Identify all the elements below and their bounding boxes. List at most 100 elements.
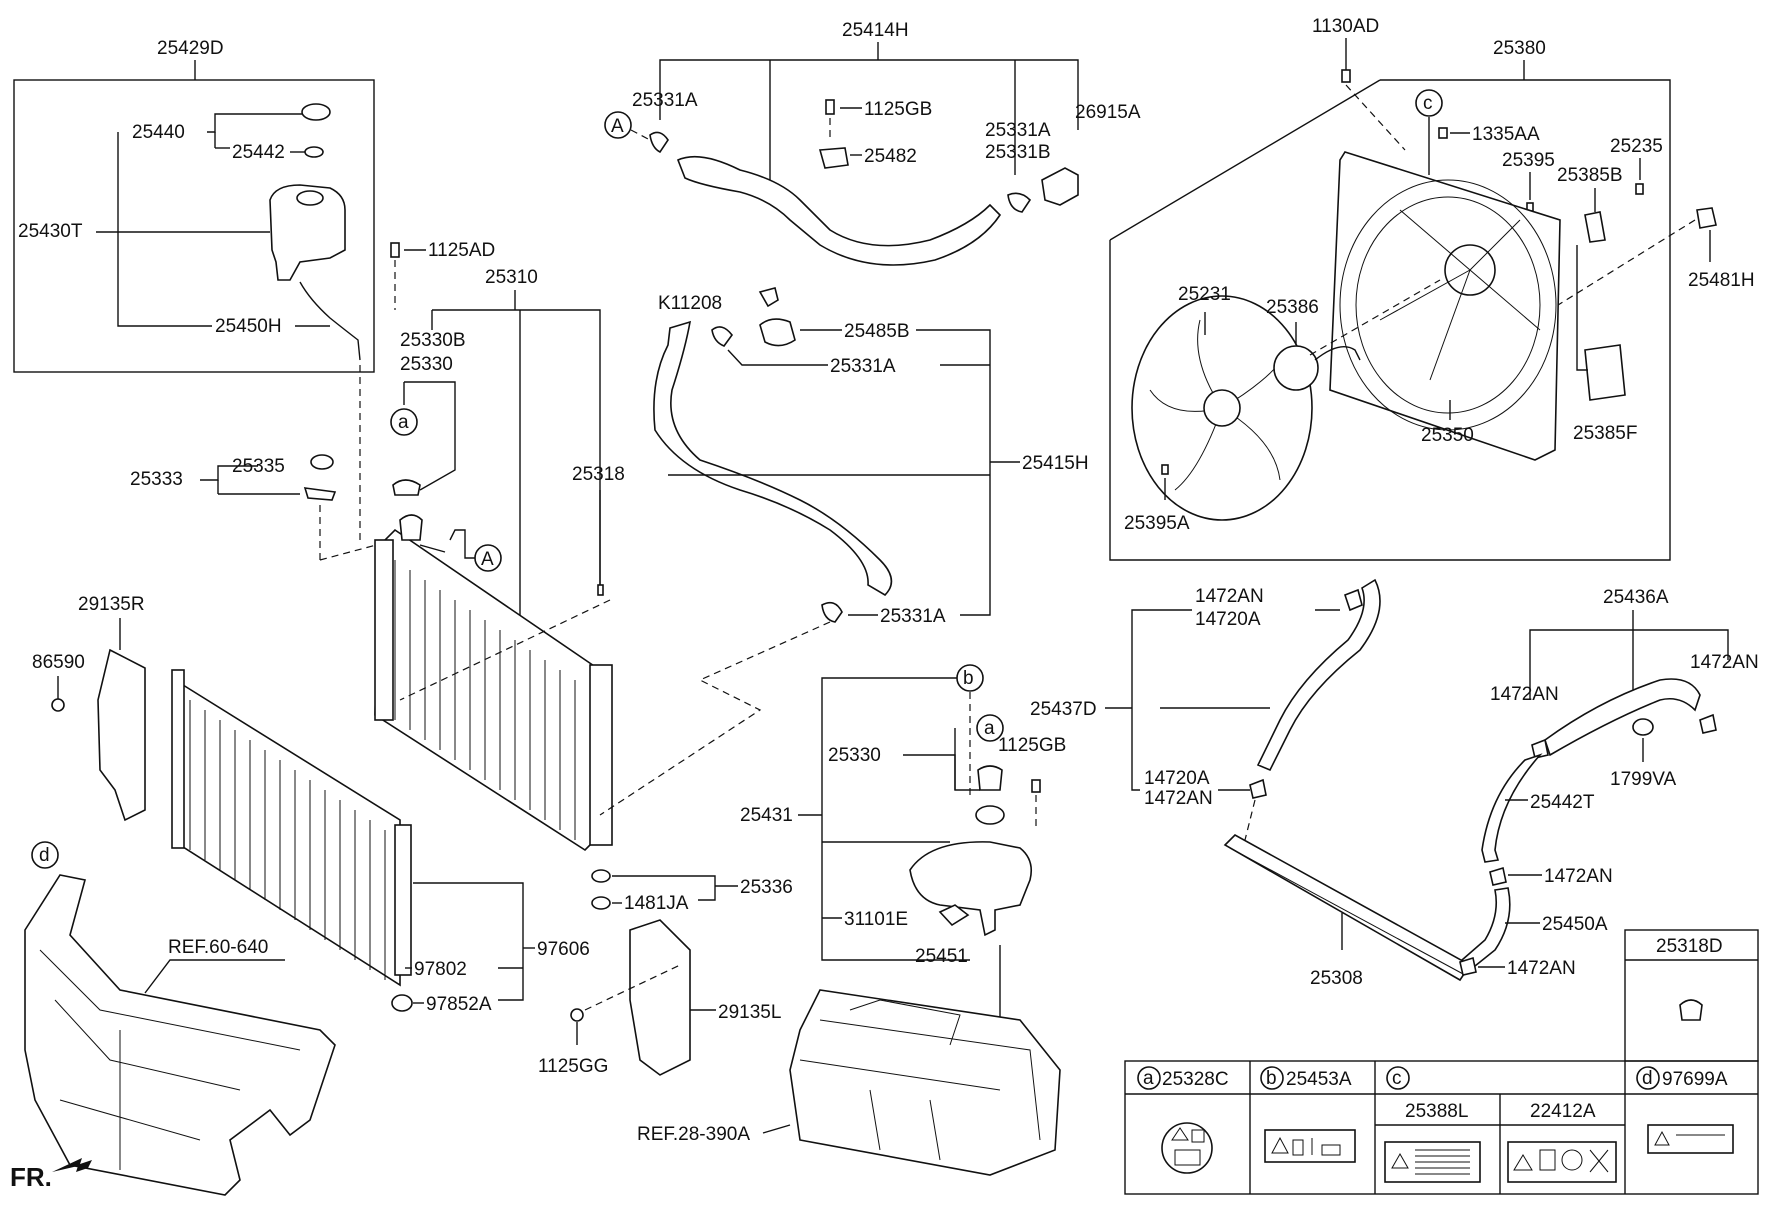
legend-code-25453A[interactable]: 25453A: [1286, 1069, 1352, 1090]
part-label-1472AN-3[interactable]: 1472AN: [1690, 652, 1759, 673]
part-label-1125GB-2[interactable]: 1125GB: [998, 735, 1066, 756]
part-label-25437D[interactable]: 25437D: [1030, 699, 1097, 720]
part-label-25450A[interactable]: 25450A: [1542, 914, 1608, 935]
label-icon-25453A: [1264, 1129, 1356, 1163]
bolt-1125GG: [570, 1008, 584, 1022]
part-label-25331A-3[interactable]: 25331A: [830, 356, 896, 377]
legend-code-25328C[interactable]: 25328C: [1162, 1069, 1229, 1090]
part-label-25481H[interactable]: 25481H: [1688, 270, 1755, 291]
part-label-25386[interactable]: 25386: [1266, 297, 1319, 318]
part-label-25451[interactable]: 25451: [915, 946, 968, 967]
bracket-25333: [303, 487, 337, 501]
part-label-25350[interactable]: 25350: [1421, 425, 1474, 446]
part-label-1481JA[interactable]: 1481JA: [624, 893, 689, 914]
part-label-14720A-1[interactable]: 14720A: [1195, 609, 1261, 630]
part-label-25331A-1[interactable]: 25331A: [632, 90, 698, 111]
clip-K11208: [758, 287, 779, 308]
part-label-1472AN-6[interactable]: 1472AN: [1507, 958, 1576, 979]
bolt-1125AD: [390, 242, 400, 258]
bracket-25482: [818, 147, 849, 169]
lower-hose-group: K11208 25485B 25415H 25331A 25331A: [599, 287, 1089, 816]
part-label-1130AD[interactable]: 1130AD: [1312, 16, 1379, 37]
part-label-25330-top[interactable]: 25330: [400, 354, 453, 375]
legend-code-97699A[interactable]: 97699A: [1662, 1069, 1728, 1090]
part-label-25330-mid[interactable]: 25330: [828, 745, 881, 766]
reservoir-cap-25330: [977, 765, 1003, 791]
clamp-25331A-2: [1007, 192, 1032, 213]
ref-label-60-640[interactable]: REF.60-640: [168, 937, 268, 958]
part-label-25395[interactable]: 25395: [1502, 150, 1555, 171]
part-label-25310[interactable]: 25310: [485, 267, 538, 288]
reservoir-assembly-group: 25429D 25440 25442 25430T 25450H 1125AD: [13, 38, 495, 373]
part-label-25440[interactable]: 25440: [132, 122, 185, 143]
part-label-25442T[interactable]: 25442T: [1530, 792, 1595, 813]
cap-seal: [304, 146, 324, 158]
part-label-1125GB-1[interactable]: 1125GB: [864, 99, 932, 120]
part-label-25482[interactable]: 25482: [864, 146, 917, 167]
part-label-29135L[interactable]: 29135L: [718, 1002, 781, 1023]
part-label-97606[interactable]: 97606: [537, 939, 590, 960]
fan-motor-25386: [1273, 345, 1319, 391]
part-label-25450H[interactable]: 25450H: [215, 316, 282, 337]
part-label-25395A[interactable]: 25395A: [1124, 513, 1190, 534]
part-label-1335AA[interactable]: 1335AA: [1472, 124, 1540, 145]
air-guard-29135R: [97, 648, 146, 822]
part-label-25335[interactable]: 25335: [232, 456, 285, 477]
callout-b: b: [963, 668, 974, 689]
part-label-1472AN-1[interactable]: 1472AN: [1195, 586, 1264, 607]
part-label-1125GG[interactable]: 1125GG: [538, 1056, 608, 1077]
part-label-K11208[interactable]: K11208: [658, 293, 722, 314]
part-label-86590[interactable]: 86590: [32, 652, 85, 673]
part-label-26915A[interactable]: 26915A: [1075, 102, 1141, 123]
part-label-25385F[interactable]: 25385F: [1573, 423, 1637, 444]
part-label-14720A-2[interactable]: 14720A: [1144, 768, 1210, 789]
callout-circle-d-carrier: [31, 841, 59, 869]
label-icon-97699A: [1647, 1124, 1734, 1154]
part-label-25330B[interactable]: 25330B: [400, 330, 466, 351]
part-label-97802[interactable]: 97802: [414, 959, 467, 980]
part-label-25231[interactable]: 25231: [1178, 284, 1231, 305]
part-label-1472AN-4[interactable]: 1472AN: [1490, 684, 1559, 705]
connector-25385B: [1584, 211, 1606, 243]
part-label-25318[interactable]: 25318: [572, 464, 625, 485]
part-label-1125AD[interactable]: 1125AD: [428, 240, 495, 261]
legend-key-d: d: [1642, 1068, 1653, 1089]
part-label-25385B[interactable]: 25385B: [1557, 165, 1623, 186]
part-label-25415H[interactable]: 25415H: [1022, 453, 1089, 474]
part-label-25436A[interactable]: 25436A: [1603, 587, 1669, 608]
part-label-1472AN-2[interactable]: 1472AN: [1144, 788, 1213, 809]
part-label-29135R[interactable]: 29135R: [78, 594, 145, 615]
legend-code-22412A[interactable]: 22412A: [1530, 1101, 1596, 1122]
mount-25336-lower: [591, 896, 611, 910]
callout-a-top: a: [398, 412, 409, 433]
part-label-1472AN-5[interactable]: 1472AN: [1544, 866, 1613, 887]
part-label-25331A-2[interactable]: 25331A: [985, 120, 1051, 141]
part-label-25333[interactable]: 25333: [130, 469, 183, 490]
part-label-25308[interactable]: 25308: [1310, 968, 1363, 989]
part-label-25331B[interactable]: 25331B: [985, 142, 1051, 163]
part-label-97852A[interactable]: 97852A: [426, 994, 492, 1015]
part-label-25431[interactable]: 25431: [740, 805, 793, 826]
radiator-core: [374, 528, 601, 852]
bolt-1130AD: [1341, 69, 1351, 83]
mount-25336-upper: [591, 869, 611, 883]
part-label-25380[interactable]: 25380: [1493, 38, 1546, 59]
part-label-25442[interactable]: 25442: [232, 142, 285, 163]
callout-circle-A-hose: [604, 111, 632, 139]
clamp-1472AN-4: [1531, 738, 1549, 759]
part-label-25336[interactable]: 25336: [740, 877, 793, 898]
part-label-25235[interactable]: 25235: [1610, 136, 1663, 157]
part-label-25318D[interactable]: 25318D: [1656, 936, 1723, 957]
part-label-25485B[interactable]: 25485B: [844, 321, 910, 342]
hose-25414H: [676, 155, 1002, 266]
part-label-25430T[interactable]: 25430T: [18, 221, 83, 242]
part-label-1799VA[interactable]: 1799VA: [1610, 769, 1677, 790]
part-label-31101E[interactable]: 31101E: [844, 909, 908, 930]
ref-label-28-390A[interactable]: REF.28-390A: [637, 1124, 750, 1145]
part-label-25429D[interactable]: 25429D: [157, 38, 224, 59]
part-label-25414H[interactable]: 25414H: [842, 20, 909, 41]
callout-c-fan: c: [1423, 93, 1433, 114]
part-label-25331A-4[interactable]: 25331A: [880, 606, 946, 627]
legend-code-25388L[interactable]: 25388L: [1405, 1101, 1468, 1122]
